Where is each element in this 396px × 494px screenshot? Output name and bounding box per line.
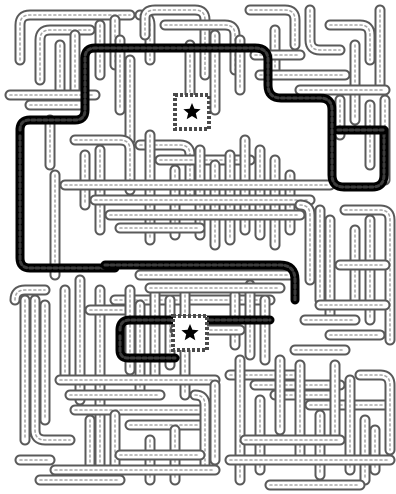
pipe-network — [10, 10, 390, 485]
hub-star-lower[interactable] — [173, 316, 207, 350]
hub-star-upper[interactable] — [175, 95, 209, 129]
